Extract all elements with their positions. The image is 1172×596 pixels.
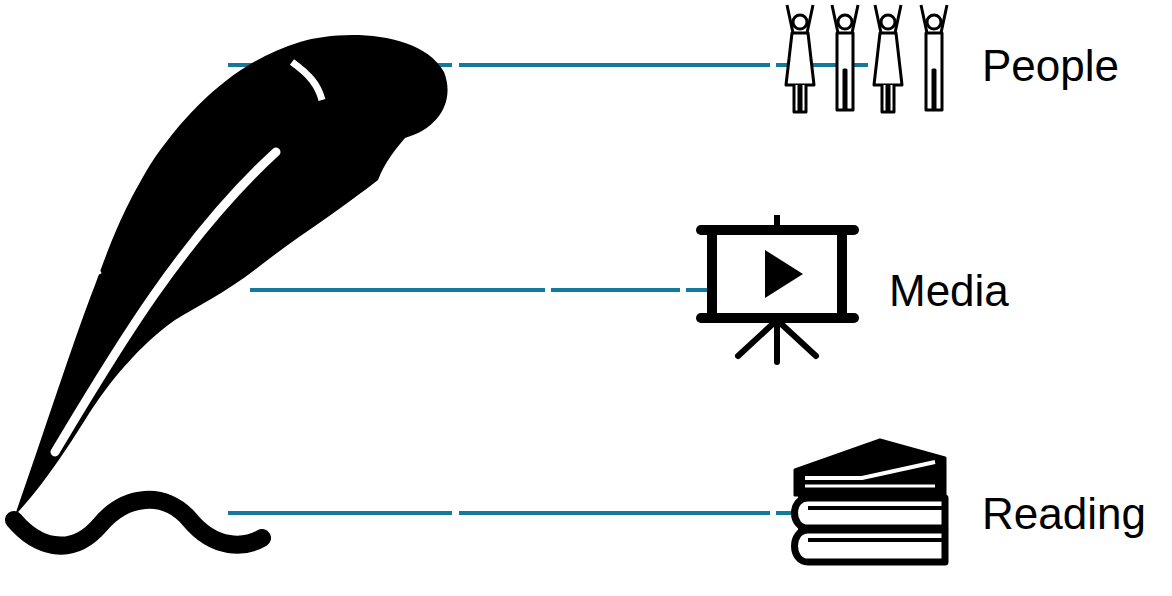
people-icon-part: [786, 33, 814, 85]
quill-illustration-part: [15, 35, 448, 515]
people-icon-part: [927, 15, 941, 29]
quill-illustration: [14, 35, 448, 546]
books-icon-part: [808, 538, 945, 542]
media-icon-part: [712, 230, 842, 318]
people-icon-part: [832, 5, 858, 33]
people-icon-part: [926, 33, 942, 110]
quill-illustration-part: [55, 152, 276, 452]
books-icon-part: [808, 506, 945, 510]
category-label: People: [982, 44, 1119, 88]
people-icon-part: [881, 15, 895, 29]
media-icon-part: [701, 225, 854, 235]
people-icon-part: [874, 33, 902, 85]
category-label: Reading: [982, 492, 1146, 536]
media-icon: [701, 215, 854, 362]
people-icon-part: [793, 15, 807, 29]
books-icon-part: [805, 485, 935, 488]
people-icon-part: [838, 15, 852, 29]
quill-illustration-part: [330, 182, 385, 226]
people-icon-part: [882, 85, 894, 112]
people-icon-part: [921, 5, 947, 33]
people-icon-part: [787, 5, 813, 33]
books-icon-part: [795, 530, 946, 562]
leader-line-part: [250, 288, 545, 292]
books-icon-part: [795, 440, 945, 495]
quill-illustration-part: [72, 230, 98, 275]
leader-line-part: [551, 288, 680, 292]
books-icon-part: [795, 498, 946, 528]
people-icon-part: [837, 33, 853, 110]
people-icon-part: [794, 85, 806, 112]
books-icon: [795, 440, 946, 562]
quill-illustration-part: [14, 500, 262, 546]
category-label: Media: [889, 269, 1009, 313]
media-icon-part: [738, 320, 816, 362]
books-icon-part: [805, 462, 935, 478]
people-icon: [786, 5, 947, 112]
leader-line-part: [228, 511, 452, 515]
leader-line-part: [459, 511, 770, 515]
people-icon-part: [875, 5, 901, 33]
media-icon-part: [765, 250, 803, 298]
leader-line-part: [459, 63, 770, 67]
quill-illustration-part: [292, 62, 322, 100]
